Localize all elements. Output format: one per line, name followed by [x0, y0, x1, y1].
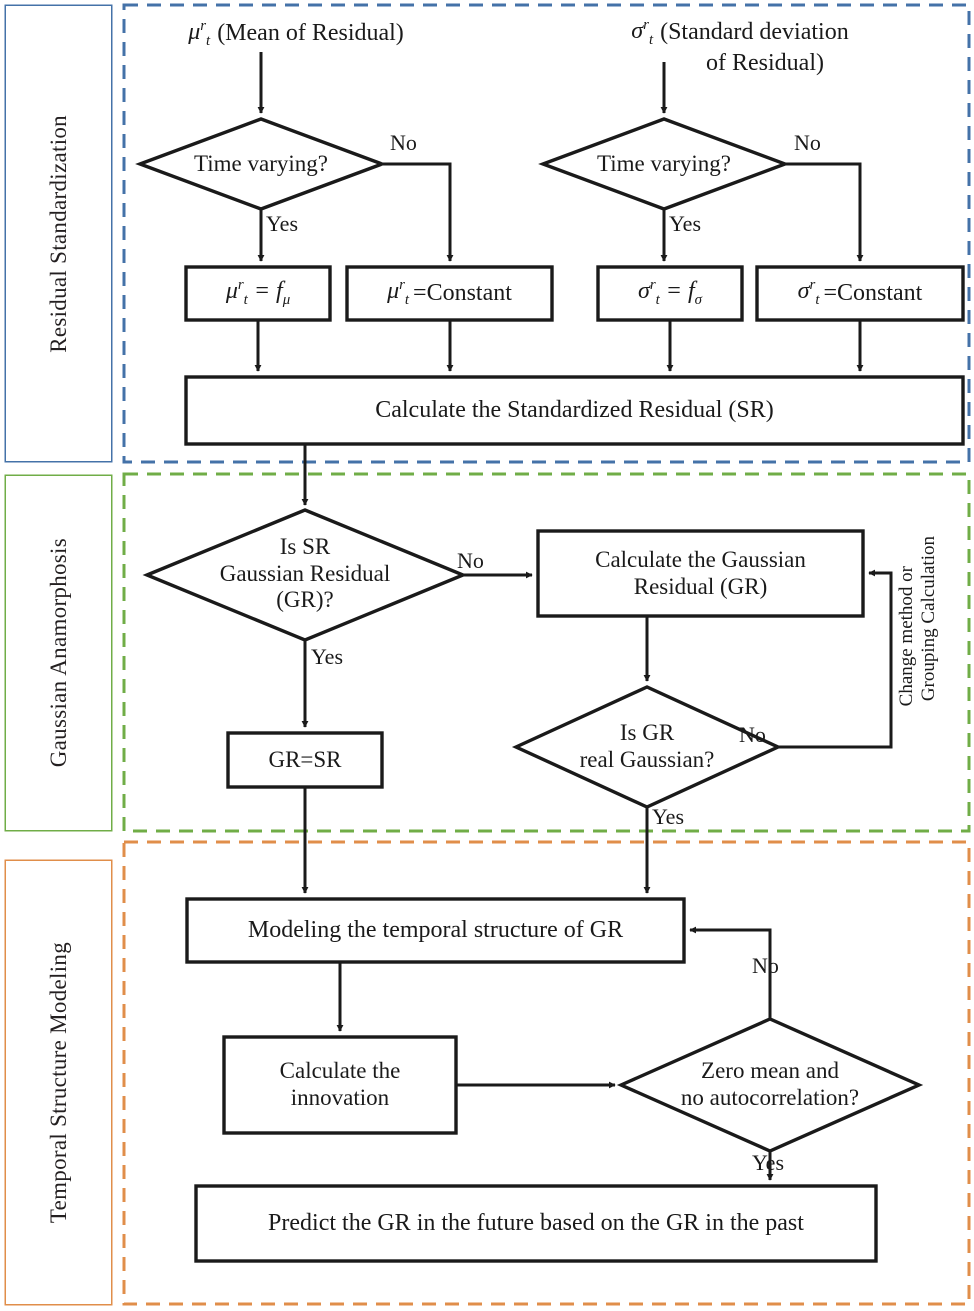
box-predict-shape	[194, 1184, 878, 1263]
edge-label-feedback-line1: Change method or	[896, 566, 917, 707]
box-sigma-fsigma-shape	[596, 265, 744, 322]
edge-gr-real-no-feedback	[778, 569, 893, 749]
edge-label-zero-mean-yes: Yes	[752, 1150, 785, 1175]
decision-is-sr-gr-shape	[142, 508, 468, 642]
edge-sigma-no	[785, 162, 864, 262]
box-modeling-temporal-shape	[185, 897, 686, 964]
edge-label-sigma-no: No	[794, 130, 821, 155]
box-calc-innovation-shape	[222, 1035, 458, 1135]
edge-label-gr-real-yes: Yes	[652, 804, 685, 829]
box-mu-fmu-shape	[184, 265, 332, 322]
stage-3-dashed-region	[122, 840, 971, 1306]
stage-1-label-text: Residual Standardization	[45, 114, 71, 353]
edge-label-sr-gr-yes: Yes	[311, 644, 344, 669]
edge-label-mu-yes: Yes	[266, 211, 299, 236]
edge-label-sr-gr-no: No	[457, 548, 484, 573]
box-sigma-constant-shape	[755, 265, 965, 322]
box-calc-gr-shape	[536, 529, 865, 618]
decision-sigma-timevarying-shape	[538, 117, 790, 211]
edge-label-mu-no: No	[390, 130, 417, 155]
stage-label-temporal-structure-modeling: Temporal Structure Modeling	[6, 861, 111, 1304]
edge-label-sigma-yes: Yes	[669, 211, 702, 236]
stage-1-dashed-region	[122, 3, 971, 464]
stage-label-gaussian-anamorphosis: Gaussian Anamorphosis	[6, 476, 111, 830]
decision-mu-timevarying-shape	[135, 117, 387, 211]
stage-label-residual-standardization: Residual Standardization	[6, 6, 111, 461]
decision-zero-mean-shape	[616, 1017, 924, 1153]
edge-label-zero-mean-no: No	[752, 953, 779, 978]
edge-label-gr-real-no: No	[739, 722, 766, 747]
box-gr-eq-sr-shape	[226, 731, 384, 789]
edge-mu-no	[382, 162, 454, 262]
stage-2-label-text: Gaussian Anamorphosis	[45, 538, 71, 768]
box-mu-constant-shape	[345, 265, 554, 322]
edge-zeromean-no-feedback	[689, 926, 772, 1019]
edge-label-feedback-line2: Grouping Calculation	[918, 536, 939, 702]
stage-2-dashed-region	[122, 472, 971, 833]
box-calc-sr-shape	[184, 375, 965, 446]
stage-3-label-text: Temporal Structure Modeling	[45, 941, 71, 1224]
